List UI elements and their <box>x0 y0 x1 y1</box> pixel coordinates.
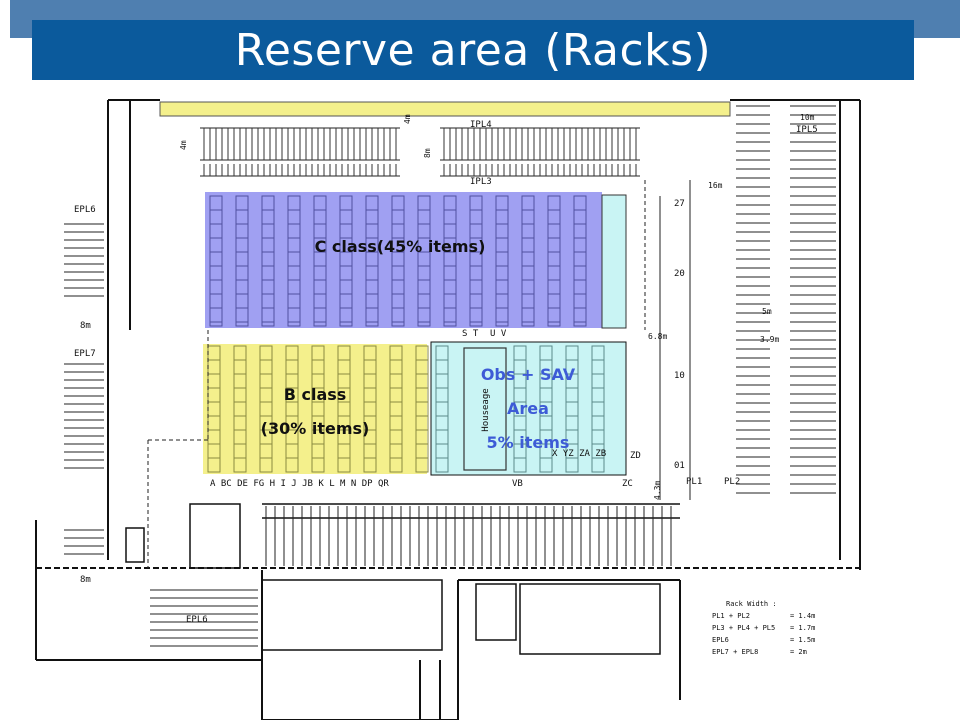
n10-label: 10 <box>674 371 685 381</box>
b-class-racks <box>207 345 429 473</box>
n01-label: 01 <box>674 461 685 471</box>
rack-bay <box>235 195 249 327</box>
rack-bay <box>261 195 275 327</box>
rack-bay <box>285 345 299 473</box>
epl7-label: EPL7 <box>74 349 96 359</box>
top-strip-gap <box>0 0 10 38</box>
rack-bay <box>469 195 483 327</box>
houseage-label: Houseage <box>481 388 491 431</box>
n27-label: 27 <box>674 199 685 209</box>
rack-bay <box>513 345 527 473</box>
rack-bay <box>565 345 579 473</box>
ipl4-label: IPL4 <box>470 120 492 130</box>
rack-bay <box>391 195 405 327</box>
rack-bay <box>539 345 553 473</box>
rack-bay <box>495 195 509 327</box>
ipl5-label: IPL5 <box>796 125 818 135</box>
page-title: Reserve area (Racks) <box>234 24 712 76</box>
upper-rack-hatching <box>203 128 637 176</box>
c-class-label: C class(45% items) <box>315 237 486 256</box>
rack-bay <box>313 195 327 327</box>
xz-label: X YZ ZA ZB <box>552 449 606 459</box>
ipl4-rack-row <box>159 101 731 117</box>
eight-m-label-3: 8m <box>80 575 91 585</box>
rack-width-legend: Rack Width : PL1 + PL2 = 1.4m PL3 + PL4 … <box>712 600 815 656</box>
rack-bay <box>365 195 379 327</box>
rack-bay <box>209 195 223 327</box>
eight-m-label-2: 8m <box>80 321 91 331</box>
n20-label: 20 <box>674 269 685 279</box>
rack-bay <box>339 195 353 327</box>
rack-bay <box>363 345 377 473</box>
pl1-label: PL1 <box>686 477 702 487</box>
obs-sav-label-line3: 5% items <box>487 433 570 452</box>
legend-value-4: = 2m <box>790 648 807 656</box>
b-class-zone <box>203 344 427 474</box>
rack-bay <box>573 195 587 327</box>
c-class-racks <box>209 195 587 327</box>
rack-bay <box>415 345 429 473</box>
obs-sav-racks <box>435 345 605 473</box>
rack-bay <box>389 345 403 473</box>
eight-m-label-1: 8m <box>423 148 432 158</box>
legend-row-4: EPL7 + EPL8 <box>712 648 758 656</box>
uv-label: U V <box>490 329 507 339</box>
upper-racks <box>200 127 640 177</box>
row-letters-label: A BC DE FG H I J JB K L M N DP QR <box>210 479 389 489</box>
bottom-blocks <box>125 503 680 655</box>
four-m-label-1: 4m <box>179 140 188 150</box>
vb-label: VB <box>512 479 523 489</box>
five-m-label: 5m <box>762 307 772 316</box>
legend-value-2: = 1.7m <box>790 624 815 632</box>
obs-sav-label-line2: Area <box>507 399 549 418</box>
dashed-guides <box>147 180 646 568</box>
rack-bay <box>259 345 273 473</box>
three-nine-m-label: 3.9m <box>760 335 779 344</box>
left-rack-slats <box>64 223 258 647</box>
title-bar: Reserve area (Racks) <box>32 20 914 80</box>
legend-row-1: PL1 + PL2 <box>712 612 750 620</box>
b-class-label-line1: B class <box>284 385 347 404</box>
ten-m-label: 10m <box>800 113 815 122</box>
rack-bay <box>311 345 325 473</box>
c-class-cyan-aisle <box>601 194 627 329</box>
zc-label: ZC <box>622 479 633 489</box>
four-m-label-2: 4m <box>403 114 412 124</box>
four-three-m-label: 4.3m <box>653 481 662 500</box>
rack-bay <box>287 195 301 327</box>
pl2-label: PL2 <box>724 477 740 487</box>
rack-bay <box>591 345 605 473</box>
right-rack-slats <box>659 105 836 500</box>
houseage-block <box>463 347 507 471</box>
epl6-bottom-label: EPL6 <box>186 615 208 625</box>
rack-bay <box>337 345 351 473</box>
legend-heading: Rack Width : <box>726 600 777 608</box>
legend-value-1: = 1.4m <box>790 612 815 620</box>
rack-bay <box>443 195 457 327</box>
rack-bay <box>233 345 247 473</box>
ipl3-label: IPL3 <box>470 177 492 187</box>
rack-bay <box>417 195 431 327</box>
zd-label: ZD <box>630 451 641 461</box>
st-label: S T <box>462 329 479 339</box>
legend-value-3: = 1.5m <box>790 636 815 644</box>
rack-bay <box>547 195 561 327</box>
obs-sav-label-line1: Obs + SAV <box>481 365 576 384</box>
b-class-label-line2: (30% items) <box>261 419 370 438</box>
legend-row-3: EPL6 <box>712 636 729 644</box>
building-outline <box>35 99 861 720</box>
sixteen-m-label: 16m <box>708 181 723 190</box>
legend-row-2: PL3 + PL4 + PL5 <box>712 624 775 632</box>
rack-bay <box>521 195 535 327</box>
rack-bay <box>435 345 449 473</box>
bottom-rack-slats <box>265 506 672 566</box>
six-eight-m-label: 6.8m <box>648 332 667 341</box>
epl6-top-label: EPL6 <box>74 205 96 215</box>
